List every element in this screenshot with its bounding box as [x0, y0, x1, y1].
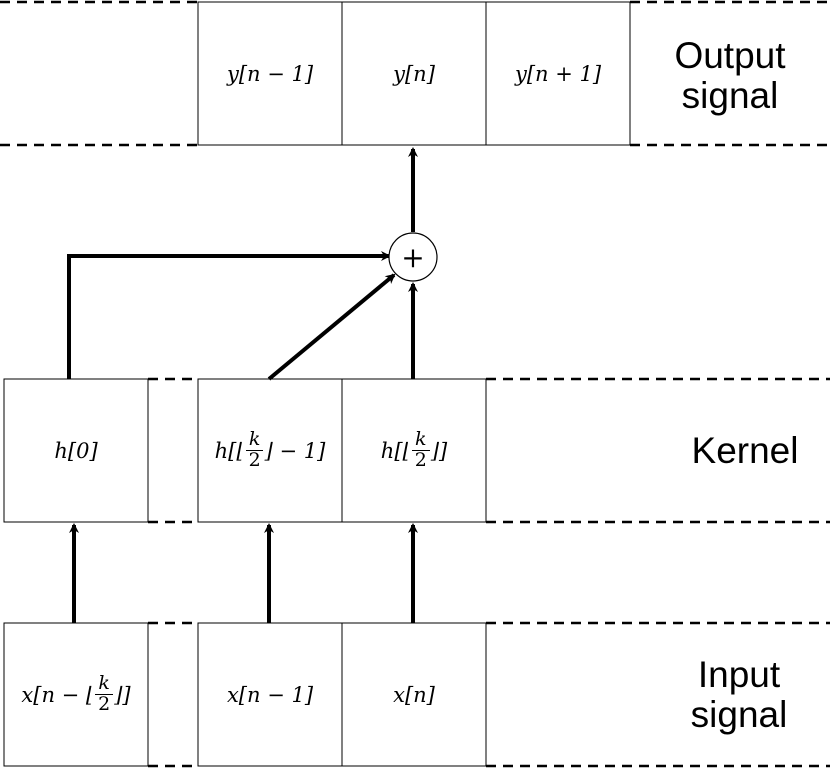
- output-cell-1-box: [197, 1, 343, 146]
- kernel-cell-2-post: ⌋ − 1]: [264, 438, 326, 463]
- input-cell-2-text: x[n − 1]: [226, 682, 314, 707]
- output-cell-3: y[n + 1]: [514, 61, 602, 86]
- kernel-cell-3-post: ⌋]: [430, 438, 448, 463]
- input-cell-1: x[n − ⌊ k 2 ⌋]: [4, 623, 148, 766]
- arrow-kernel2-to-adder: [267, 273, 396, 381]
- input-cell-3-text: x[n]: [393, 682, 435, 707]
- kernel-cell-2-pre: h[⌊: [214, 438, 245, 463]
- adder-symbol: +: [401, 241, 424, 274]
- input-cell-1-post: ⌋]: [114, 682, 131, 707]
- output-cell-2-box: [341, 1, 487, 146]
- input-signal-label: Input signal: [648, 655, 830, 735]
- input-cell-3-box: [341, 622, 487, 767]
- output-signal-label: Output signal: [630, 36, 830, 116]
- input-signal-label-line1: Input: [697, 654, 781, 695]
- input-cell-2: x[n − 1]: [198, 623, 342, 766]
- kernel-cell-2-numerator: k: [245, 429, 264, 451]
- input-cell-1-denominator: 2: [98, 693, 111, 715]
- kernel-cell-3-pre: h[⌊: [380, 438, 411, 463]
- output-cell-3-box: [485, 1, 631, 146]
- output-cell-1: y[n − 1]: [226, 61, 314, 86]
- kernel-label: Kernel: [691, 430, 799, 471]
- kernel-cell-2-fraction: k 2: [245, 429, 264, 471]
- kernel-cell-3-denominator: 2: [414, 449, 427, 471]
- input-signal-label-line2: signal: [690, 694, 788, 735]
- kernel-cell-3: h[⌊ k 2 ⌋]: [342, 379, 486, 522]
- kernel-cell-2: h[⌊ k 2 ⌋ − 1]: [198, 379, 342, 522]
- kernel-cell-1-box: [3, 378, 149, 523]
- input-cell-1-numerator: k: [95, 673, 113, 695]
- input-cell-1-pre: x[n − ⌊: [21, 682, 95, 707]
- kernel-cell-3-fraction: k 2: [412, 429, 430, 471]
- adder-circle: [388, 232, 438, 282]
- kernel-cell-2-denominator: 2: [248, 449, 261, 471]
- kernel-cell-3-numerator: k: [412, 429, 430, 451]
- output-signal-label-line2: signal: [681, 75, 779, 116]
- kernel-cell-1: h[0]: [4, 379, 148, 522]
- input-cell-2-box: [197, 622, 343, 767]
- output-signal-label-line1: Output: [674, 35, 786, 76]
- kernel-cell-1-text: h[0]: [54, 438, 98, 463]
- output-cell-2: y[n]: [393, 61, 435, 86]
- arrow-kernel1-to-adder: [67, 251, 391, 379]
- input-cell-1-fraction: k 2: [95, 673, 113, 715]
- input-cell-1-box: [3, 622, 149, 767]
- input-cell-3: x[n]: [342, 623, 486, 766]
